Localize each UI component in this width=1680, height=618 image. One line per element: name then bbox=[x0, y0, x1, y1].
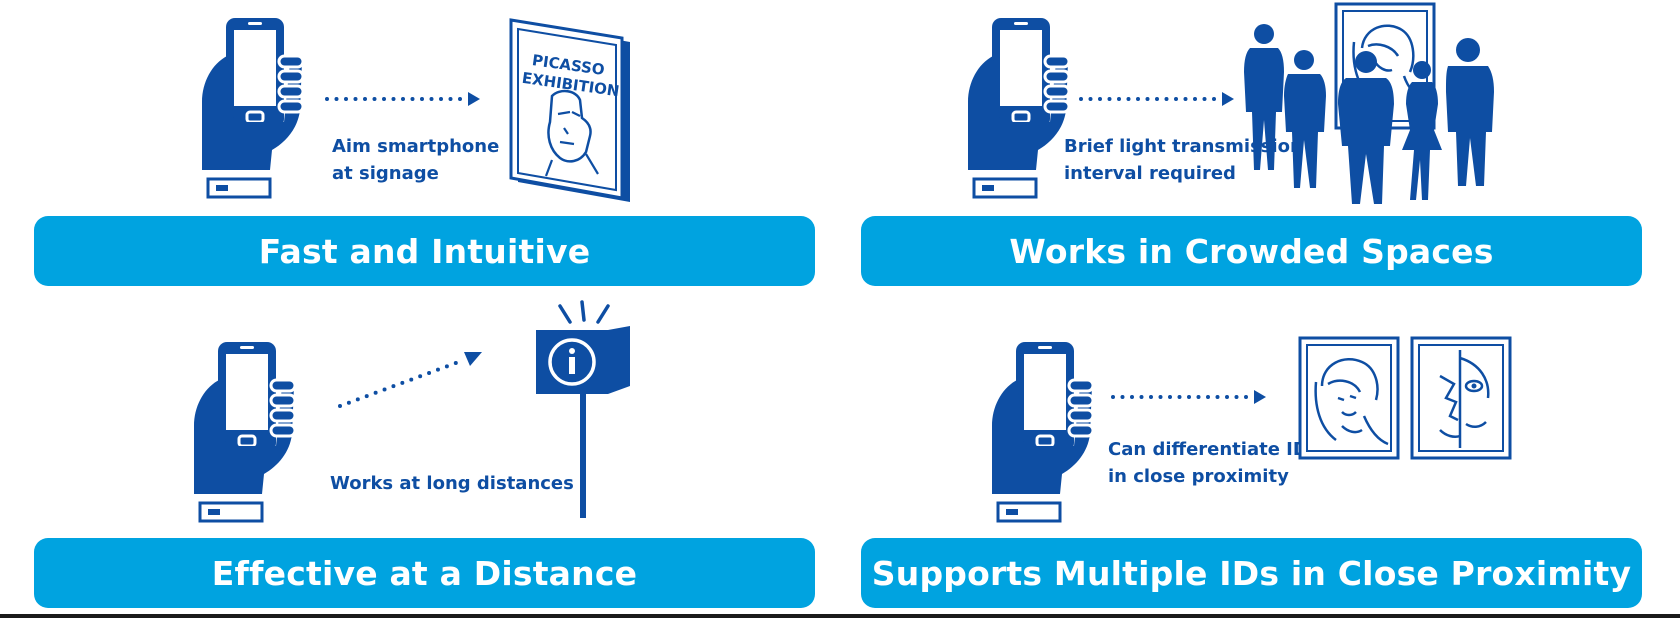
dotted-arrow-icon bbox=[338, 352, 482, 408]
bottom-divider bbox=[0, 614, 1680, 618]
hand-smartphone-icon bbox=[202, 18, 305, 199]
panel-multiple-ids: Can differentiate IDs in close proximity… bbox=[840, 300, 1680, 614]
caption-brief-light: Brief light transmission interval requir… bbox=[1064, 136, 1303, 184]
framed-portrait-icon bbox=[1298, 336, 1400, 460]
hand-smartphone-icon bbox=[194, 342, 297, 523]
panel-crowded-spaces: Brief light transmission interval requir… bbox=[840, 0, 1680, 300]
feature-label-multiple-ids: Supports Multiple IDs in Close Proximity bbox=[861, 538, 1642, 608]
crowd-icon bbox=[1244, 24, 1494, 204]
panel-effective-distance: Works at long distances Effective at a D… bbox=[0, 300, 840, 614]
framed-portrait-icon bbox=[1410, 336, 1512, 460]
feature-label-effective-distance: Effective at a Distance bbox=[34, 538, 815, 608]
caption-aim-smartphone: Aim smartphone at signage bbox=[332, 136, 500, 184]
exhibition-sign-icon bbox=[509, 18, 630, 202]
info-signpost-icon bbox=[536, 300, 630, 518]
hand-smartphone-icon bbox=[992, 342, 1095, 523]
dotted-arrow-icon bbox=[1079, 92, 1234, 106]
hand-smartphone-icon bbox=[968, 18, 1071, 199]
dotted-arrow-icon bbox=[1111, 390, 1266, 404]
panel-fast-intuitive: Aim smartphone at signage PICASSO EXHIBI… bbox=[0, 0, 840, 300]
feature-label-crowded-spaces: Works in Crowded Spaces bbox=[861, 216, 1642, 286]
caption-differentiate-ids: Can differentiate IDs in close proximity bbox=[1108, 439, 1319, 487]
caption-long-distances: Works at long distances bbox=[330, 473, 574, 494]
dotted-arrow-icon bbox=[325, 92, 480, 106]
feature-label-fast-intuitive: Fast and Intuitive bbox=[34, 216, 815, 286]
